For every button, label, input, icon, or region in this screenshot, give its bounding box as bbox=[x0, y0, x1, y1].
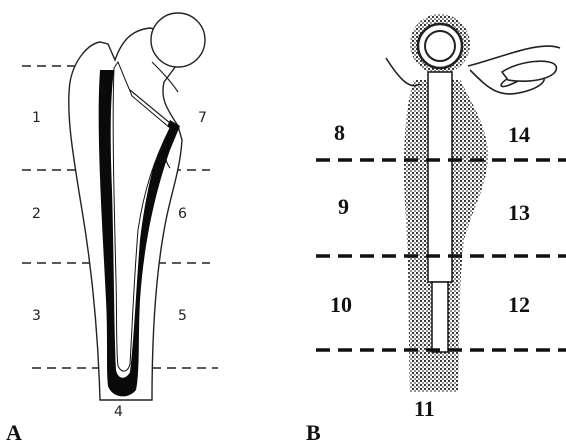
zone-label-14: 14 bbox=[508, 122, 530, 147]
zone-label-8: 8 bbox=[334, 120, 345, 145]
zone-label-4: 4 bbox=[114, 404, 123, 420]
zone-label-12: 12 bbox=[508, 292, 530, 317]
prosthesis-stem-b bbox=[428, 72, 452, 282]
zone-label-2: 2 bbox=[32, 206, 41, 222]
zone-label-7: 7 bbox=[198, 110, 207, 126]
zone-label-11: 11 bbox=[414, 396, 435, 421]
zone-label-10: 10 bbox=[330, 292, 352, 317]
panel-a-letter: A bbox=[6, 420, 22, 445]
panel-a-diagram: 1 2 3 4 5 6 7 A bbox=[6, 13, 218, 445]
panel-b-letter: B bbox=[306, 420, 321, 445]
zone-label-3: 3 bbox=[32, 308, 41, 324]
femoral-head bbox=[151, 13, 205, 67]
zone-label-9: 9 bbox=[338, 194, 349, 219]
zone-label-5: 5 bbox=[178, 308, 187, 324]
zone-label-1: 1 bbox=[32, 110, 41, 126]
zone-label-13: 13 bbox=[508, 200, 530, 225]
zone-label-6: 6 bbox=[178, 206, 187, 222]
panel-b-diagram: 8 9 10 11 12 13 14 B bbox=[306, 14, 566, 445]
